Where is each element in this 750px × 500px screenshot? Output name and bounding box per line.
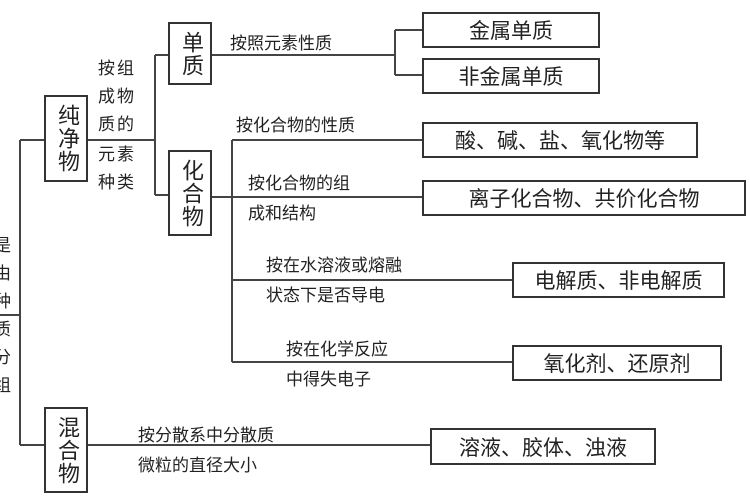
mixture-box: 混合物 bbox=[44, 407, 88, 493]
compound-criterion-3a: 按在水溶液或熔融 bbox=[266, 256, 402, 276]
compound-criterion-4b: 中得失电子 bbox=[286, 370, 371, 390]
compound-result-3: 电解质、非电解质 bbox=[512, 262, 725, 298]
pure-substance-box: 纯净物 bbox=[44, 95, 88, 182]
compound-result-1: 酸、碱、盐、氧化物等 bbox=[422, 122, 698, 158]
pure-criterion-bottom: 元素种类 bbox=[98, 145, 136, 193]
nonmetal-element-box: 非金属单质 bbox=[422, 58, 600, 94]
compound-result-2: 离子化合物、共价化合物 bbox=[422, 180, 746, 216]
compound-criterion-2b: 成和结构 bbox=[248, 204, 316, 224]
root-criterion-label: 是由种质分组 bbox=[0, 236, 11, 396]
compound-criterion-1: 按化合物的性质 bbox=[236, 116, 355, 136]
mixture-result: 溶液、胶体、浊液 bbox=[430, 428, 656, 465]
mixture-criterion-2: 微粒的直径大小 bbox=[138, 456, 257, 476]
compound-result-4: 氧化剂、还原剂 bbox=[512, 345, 722, 381]
compound-criterion-3b: 状态下是否导电 bbox=[266, 286, 385, 306]
compound-box: 化合物 bbox=[168, 150, 212, 236]
element-box: 单质 bbox=[168, 22, 212, 85]
metal-element-box: 金属单质 bbox=[422, 12, 600, 48]
mixture-criterion-1: 按分散系中分散质 bbox=[138, 426, 274, 446]
element-criterion: 按照元素性质 bbox=[230, 34, 332, 54]
pure-criterion-top: 按组成物质的 bbox=[98, 59, 136, 135]
compound-criterion-4a: 按在化学反应 bbox=[286, 340, 388, 360]
compound-criterion-2a: 按化合物的组 bbox=[248, 174, 350, 194]
